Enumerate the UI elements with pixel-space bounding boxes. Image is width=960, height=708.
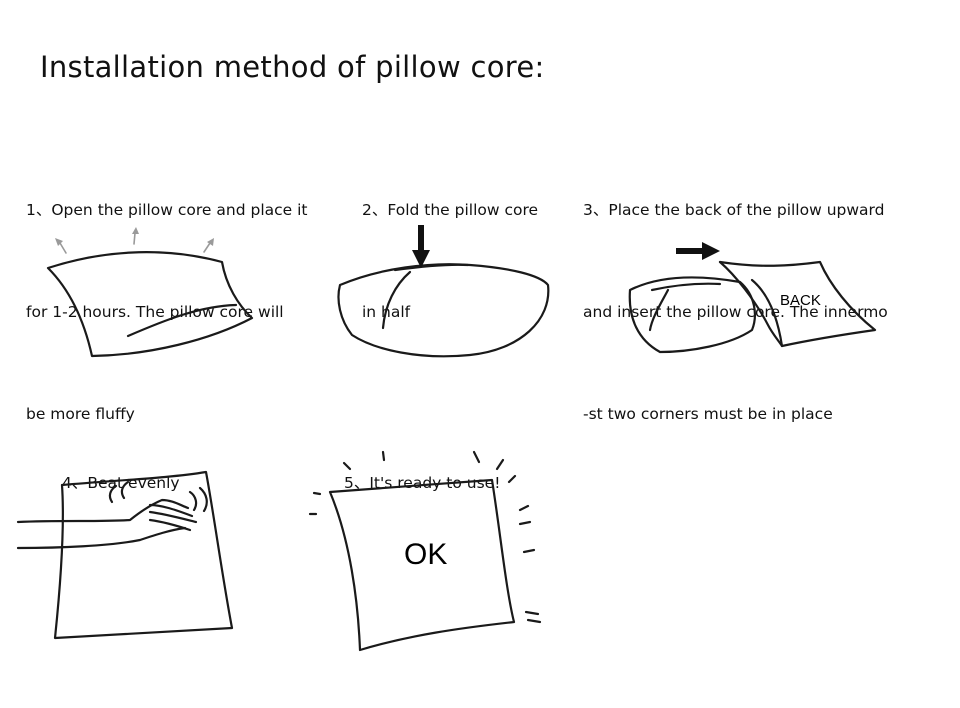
- beating-pillow-illustration: [16, 470, 234, 640]
- fold-line: [381, 270, 412, 330]
- ready-pillow-outline: [328, 478, 516, 652]
- step-2-instruction: 2、Fold the pillow core in half: [362, 125, 538, 363]
- insert-core-illustration: BACK: [628, 242, 877, 354]
- step-2-line-2: in half: [362, 303, 411, 321]
- pillowcase-outline: [718, 260, 877, 348]
- pillow-outline: [46, 251, 254, 358]
- back-label: BACK: [780, 292, 821, 309]
- expansion-arrows-icon: [55, 227, 214, 254]
- ok-label: OK: [404, 538, 447, 571]
- right-arrow-icon: [676, 242, 720, 260]
- hand-icon: [16, 498, 198, 550]
- pillowcase-opening: [718, 260, 784, 348]
- folded-core-outline: [628, 276, 756, 354]
- step-2-line-1: 2、Fold the pillow core: [362, 201, 539, 219]
- folded-pillow-outline: [337, 263, 550, 358]
- square-pillow-outline: [53, 470, 234, 640]
- fluffy-pillow-illustration: [46, 227, 254, 358]
- folded-pillow-illustration: [337, 225, 550, 358]
- core-fold-top: [650, 282, 722, 292]
- step-1-line-3: be more fluffy: [26, 405, 135, 423]
- radiating-lines-icon: [308, 450, 542, 624]
- step-1-line-1: 1、Open the pillow core and place it: [26, 201, 308, 219]
- motion-lines-icon: [108, 480, 208, 513]
- down-arrow-icon: [412, 225, 430, 268]
- fold-top: [393, 263, 470, 272]
- ready-pillow-illustration: OK: [308, 450, 542, 652]
- step-3-instruction: 3、Place the back of the pillow upward an…: [583, 125, 888, 465]
- step-3-line-1: 3、Place the back of the pillow upward: [583, 201, 885, 219]
- pillow-crease: [126, 303, 238, 338]
- page-title: Installation method of pillow core:: [40, 50, 545, 84]
- core-fold-line: [648, 288, 670, 332]
- step-3-line-3: -st two corners must be in place: [583, 405, 833, 423]
- step-1-instruction: 1、Open the pillow core and place it for …: [26, 125, 308, 465]
